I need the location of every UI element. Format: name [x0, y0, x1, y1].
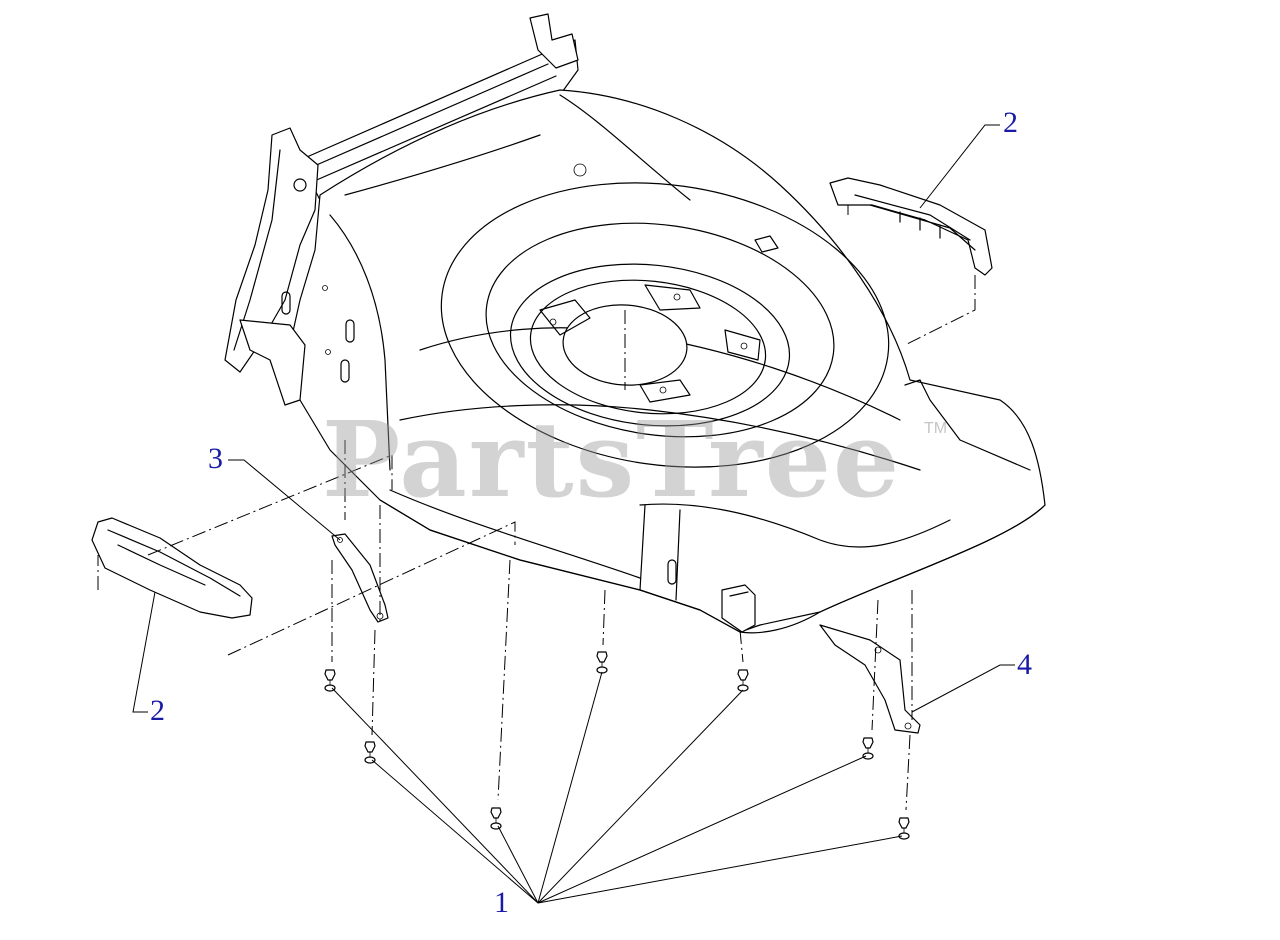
callout-2-left[interactable]: 2: [150, 694, 165, 727]
leader-lines: [132, 124, 1015, 904]
watermark: PartsTree: [322, 398, 902, 521]
bumper-left: [91, 517, 253, 619]
bumper-right: [829, 177, 993, 276]
watermark-trademark: TM: [924, 420, 948, 437]
callout-3[interactable]: 3: [208, 442, 223, 475]
alignment-lines: [97, 205, 976, 811]
screws: [324, 651, 910, 840]
callout-4[interactable]: 4: [1017, 648, 1032, 681]
mower-deck: [224, 13, 1046, 734]
callout-2-right[interactable]: 2: [1003, 106, 1018, 139]
callout-1[interactable]: 1: [494, 886, 509, 919]
